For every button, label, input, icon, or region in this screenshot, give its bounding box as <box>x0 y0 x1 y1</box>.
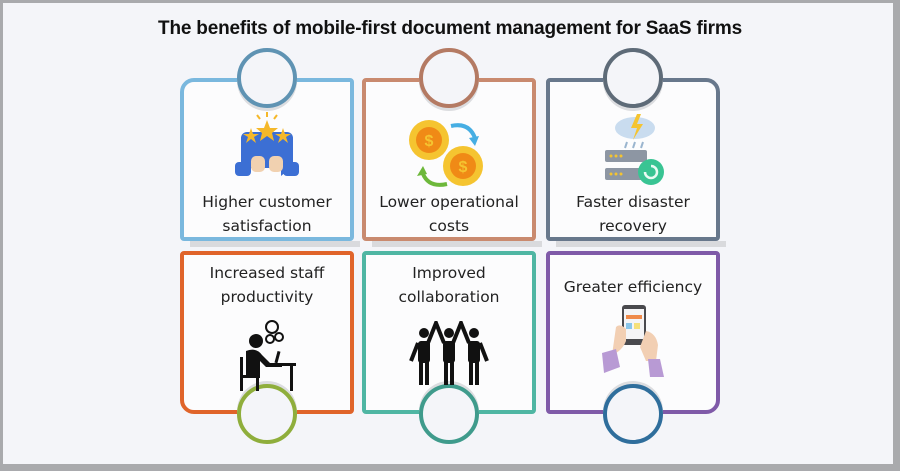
svg-text:$: $ <box>459 159 468 176</box>
server-recovery-icon <box>605 114 664 185</box>
thumbs-up-stars-icon <box>235 112 299 176</box>
notch-ring <box>603 48 663 108</box>
card-label-line1: Higher customer <box>202 193 332 211</box>
card-label-line1: Lower operational <box>379 193 519 211</box>
hands-holding-phone-icon <box>602 305 664 377</box>
card-label-line2: collaboration <box>398 288 500 306</box>
card-lower-operational-costs: $ $ Lower operational costs <box>362 48 542 247</box>
card-label-line1: Greater efficiency <box>563 278 703 296</box>
card-label-line2: satisfaction <box>222 217 312 235</box>
page-title: The benefits of mobile-first document ma… <box>158 18 742 39</box>
notch-ring <box>237 384 297 444</box>
card-increased-staff-productivity: Increased staff productivity <box>180 251 354 444</box>
card-label-line2: costs <box>428 217 470 235</box>
worker-at-desk-icon <box>240 320 296 391</box>
card-shadow <box>372 241 542 247</box>
card-label-line1: Increased staff <box>209 264 325 282</box>
card-shadow <box>190 241 360 247</box>
svg-text:$: $ <box>425 133 434 150</box>
team-high-five-icon <box>409 321 489 385</box>
notch-ring <box>419 384 479 444</box>
card-greater-efficiency: Greater efficiency <box>546 251 720 444</box>
card-label-line2: productivity <box>220 288 314 306</box>
card-label-line1: Improved <box>412 264 486 282</box>
notch-ring <box>237 48 297 108</box>
card-label-line2: recovery <box>599 217 667 235</box>
card-label-line1: Faster disaster <box>576 193 690 211</box>
notch-ring <box>419 48 479 108</box>
card-higher-customer-satisfaction: Higher customer satisfaction <box>180 48 360 247</box>
card-improved-collaboration: Improved collaboration <box>362 251 536 444</box>
card-faster-disaster-recovery: Faster disaster recovery <box>546 48 726 247</box>
notch-ring <box>603 384 663 444</box>
dollar-gears-icon: $ $ <box>409 120 483 187</box>
card-shadow <box>556 241 726 247</box>
